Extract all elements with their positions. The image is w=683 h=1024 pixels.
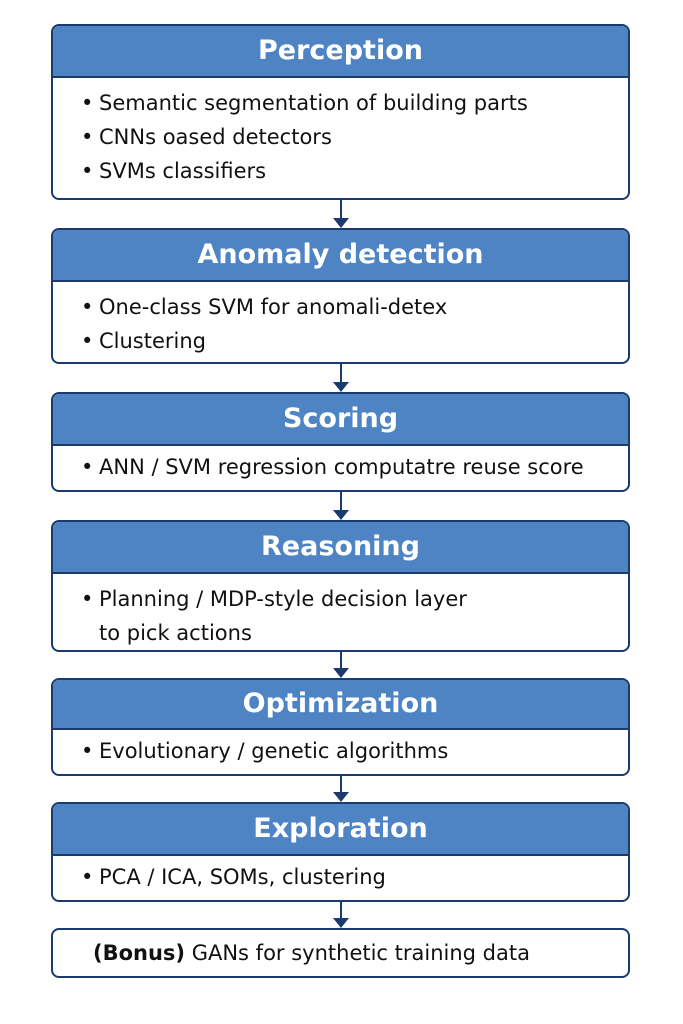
list-item: •Semantic segmentation of building parts: [81, 91, 528, 115]
list-item: •Clustering: [81, 329, 207, 353]
bonus-stage: (Bonus) GANs for synthetic training data: [51, 928, 630, 978]
bonus-text: GANs for synthetic training data: [185, 941, 530, 965]
stage-reasoning: Reasoning •Planning / MDP-style decision…: [51, 520, 630, 652]
bonus-prefix: (Bonus): [93, 941, 186, 965]
stage-anomaly-detection: Anomaly detection •One-class SVM for ano…: [51, 228, 630, 364]
stage-scoring: Scoring •ANN / SVM regression computatre…: [51, 392, 630, 492]
stage-perception: Perception •Semantic segmentation of bui…: [51, 24, 630, 200]
stage-exploration: Exploration •PCA / ICA, SOMs, clustering: [51, 802, 630, 902]
flow-arrow: [333, 902, 349, 928]
stage-title: Reasoning: [53, 522, 628, 574]
stage-optimization: Optimization •Evolutionary / genetic alg…: [51, 678, 630, 776]
list-item: •ANN / SVM regression computatre reuse s…: [81, 455, 584, 479]
stage-title: Exploration: [53, 804, 628, 856]
list-item: •PCA / ICA, SOMs, clustering: [81, 865, 386, 889]
list-item: •SVMs classifiers: [81, 159, 267, 183]
flow-arrow: [333, 492, 349, 520]
list-item: •Evolutionary / genetic algorithms: [81, 739, 449, 763]
list-item: •CNNs oased detectors: [81, 125, 332, 149]
stage-title: Optimization: [53, 680, 628, 730]
stage-title: Anomaly detection: [53, 230, 628, 282]
flow-arrow: [333, 652, 349, 678]
list-item: •One-class SVM for anomali-detex: [81, 295, 448, 319]
stage-title: Perception: [53, 26, 628, 78]
flow-arrow: [333, 776, 349, 802]
stage-title: Scoring: [53, 394, 628, 446]
flow-arrow: [333, 364, 349, 392]
list-item: •Planning / MDP-style decision layer: [81, 587, 467, 611]
list-item-continuation: to pick actions: [99, 621, 252, 645]
flow-arrow: [333, 200, 349, 228]
